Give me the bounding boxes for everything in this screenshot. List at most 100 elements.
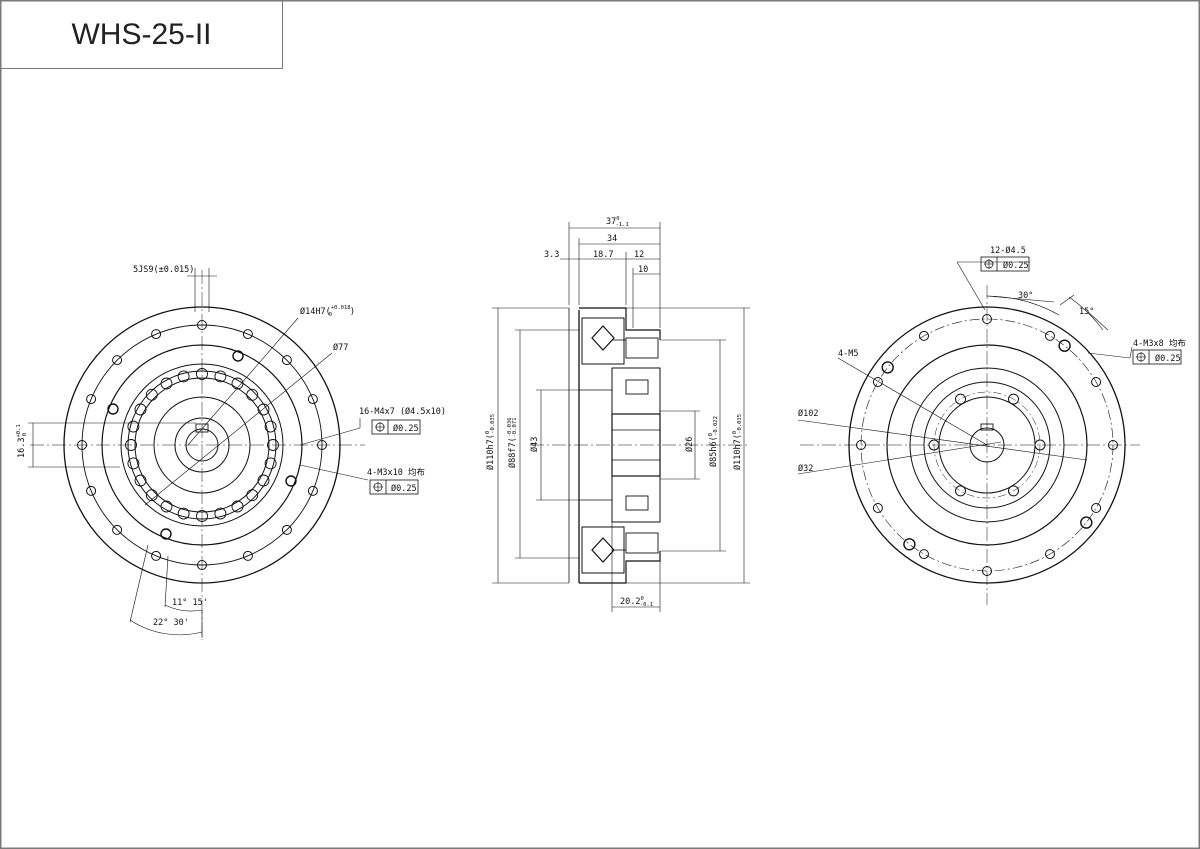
left-hub-inner <box>174 417 230 473</box>
right-bolt-hole <box>1108 440 1118 450</box>
left-bolt-hole <box>281 355 292 366</box>
right-m5-hole <box>1034 439 1046 451</box>
left-bolt-hole <box>281 524 292 535</box>
threads-m5-label: 4-M5 <box>838 349 858 359</box>
right-m3-hole <box>1058 339 1071 352</box>
threads-4-label: 4-M3x10 均布 <box>367 467 425 478</box>
left-bolt-hole <box>151 550 162 561</box>
dia-85-label: Ø85h6(0-0.022 <box>708 416 719 467</box>
dia-88-label: Ø88f7(-0.036-0.071 <box>507 417 518 468</box>
left-view <box>28 268 421 640</box>
right-bolt-hole <box>982 566 992 576</box>
left-bearing-roller <box>214 507 227 520</box>
left-bearing-roller <box>231 377 244 390</box>
left-bolt-hole <box>242 329 253 340</box>
right-m5-hole <box>1008 393 1019 405</box>
right-view-labels: 12-Ø4.5 Ø0.25 30° 15° 4-M3x8 均布 Ø0.25 4-… <box>798 245 1186 474</box>
left-bolt-circle-ring <box>81 324 323 566</box>
svg-text:Ø43: Ø43 <box>529 437 540 452</box>
left-threaded-hole <box>107 403 119 415</box>
left-bolt-hole <box>317 440 327 450</box>
left-bearing-roller <box>177 507 190 520</box>
left-bearing-roller <box>264 420 277 433</box>
left-bearing-roller <box>127 457 140 470</box>
left-bolt-hole <box>307 485 318 496</box>
right-bolt-hole <box>1045 549 1055 560</box>
dia-43-label: Ø43 <box>529 437 540 452</box>
holes-12-tolerance: Ø0.25 <box>1003 260 1029 271</box>
section-view <box>492 222 750 612</box>
right-m3-holes <box>881 339 1093 551</box>
left-bearing-roller <box>257 403 270 416</box>
right-bolt-hole <box>1091 503 1102 513</box>
left-outer-ring <box>63 306 341 584</box>
right-hub-ring-b <box>923 381 1051 509</box>
dia-32-label: Ø32 <box>798 463 813 474</box>
svg-text:Ø85h6(0-0.022: Ø85h6(0-0.022 <box>708 416 719 467</box>
left-bolt-hole <box>86 394 97 405</box>
left-bearing-roller <box>246 489 259 502</box>
svg-text:Ø110h7(0-0.035: Ø110h7(0-0.035 <box>485 414 496 470</box>
right-bolt-holes <box>856 314 1118 576</box>
holes-12-label: 12-Ø4.5 <box>990 245 1026 256</box>
len-10-label: 10 <box>638 265 648 275</box>
keyway-label: 5JS9(±0.015) <box>133 265 194 275</box>
len-20-2-label: 20.20-0.1 <box>620 596 653 608</box>
left-bearing-roller <box>257 474 270 487</box>
right-m5-circle <box>933 391 1041 499</box>
right-m5-hole <box>1008 485 1019 497</box>
right-bolt-hole <box>1045 330 1055 341</box>
left-bolt-hole <box>77 440 87 450</box>
left-threaded-hole <box>285 475 297 487</box>
angle-22-label: 22° 30' <box>153 618 189 628</box>
right-bolt-hole <box>872 377 883 387</box>
len-37-label: 370-1.1 <box>606 216 629 228</box>
left-bearing-roller <box>196 368 208 380</box>
left-bearing-roller <box>134 474 147 487</box>
left-bearing-ring-a <box>127 370 277 520</box>
left-bearing-roller <box>196 510 208 522</box>
svg-text:Ø88f7(-0.036-0.071: Ø88f7(-0.036-0.071 <box>507 417 518 468</box>
right-hub-ring <box>909 367 1065 523</box>
right-bolt-hole <box>919 330 929 341</box>
dia-110-left-label: Ø110h7(0-0.035 <box>485 414 496 470</box>
right-view <box>797 256 1182 605</box>
threads-4-tolerance: Ø0.25 <box>391 483 417 494</box>
right-flange-ring <box>886 344 1088 546</box>
left-bolt-hole <box>112 355 123 366</box>
left-bearing-roller <box>134 403 147 416</box>
left-bearing-roller <box>264 457 277 470</box>
right-m5-hole <box>955 485 966 497</box>
angle-15-label: 15° <box>1079 307 1094 317</box>
left-bearing-roller <box>125 439 137 451</box>
threads-16-tolerance: Ø0.25 <box>393 423 419 434</box>
left-bolt-hole <box>151 329 162 340</box>
left-bearing-rollers <box>125 368 279 522</box>
threads-16-label: 16-M4x7 (Ø4.5x10) <box>359 406 446 417</box>
len-18-7-label: 18.7 <box>593 250 613 260</box>
right-m5-holes <box>928 393 1046 497</box>
left-bearing-ring-b <box>134 377 270 513</box>
left-threaded-hole <box>232 350 244 362</box>
dia-102-label: Ø102 <box>798 408 818 419</box>
threads-4-tolerance: Ø0.25 <box>1155 353 1181 364</box>
right-bolt-hole <box>1091 377 1102 387</box>
svg-text:Ø110h7(0-0.035: Ø110h7(0-0.035 <box>732 414 743 470</box>
right-m3-hole <box>881 361 894 374</box>
left-bearing-roller <box>177 370 190 383</box>
right-bolt-hole <box>872 503 883 513</box>
left-bearing-roller <box>160 377 173 390</box>
left-bolt-hole <box>86 485 97 496</box>
svg-text:16.3+0.10: 16.3+0.10 <box>16 424 28 458</box>
left-bearing-roller <box>160 500 173 513</box>
dia-77-label: Ø77 <box>333 342 348 353</box>
right-bolt-hole <box>919 549 929 560</box>
left-threaded-holes <box>107 350 297 540</box>
left-bolt-hole <box>197 320 207 330</box>
threads-4-label: 4-M3x8 均布 <box>1133 338 1186 349</box>
angle-11-label: 11° 15' <box>172 598 208 608</box>
right-m5-hole <box>955 393 966 405</box>
